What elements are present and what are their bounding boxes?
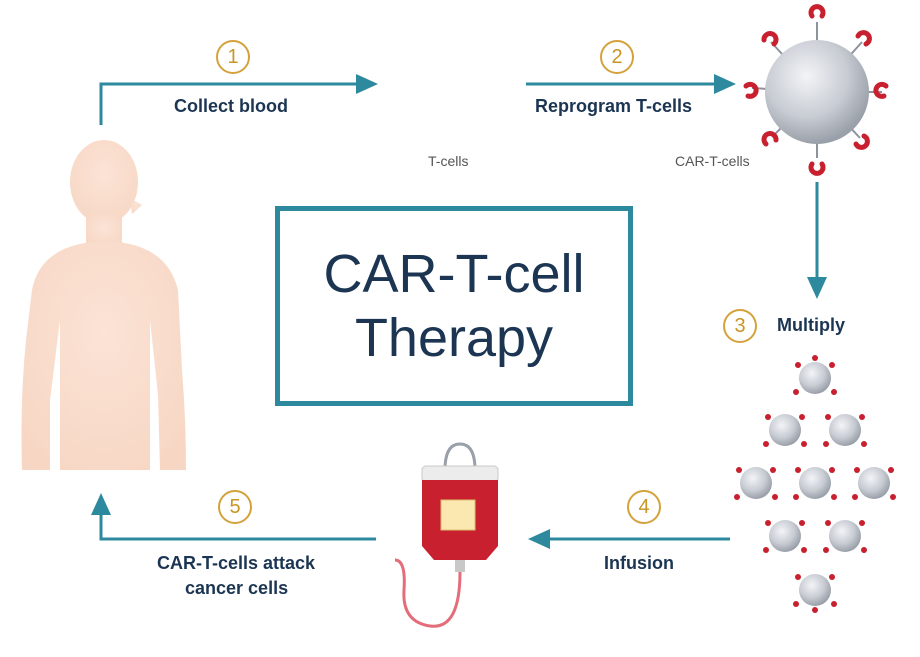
arrow-attack-head — [91, 493, 111, 515]
small-cell-4 — [740, 467, 772, 499]
cartcells-label: CAR-T-cells — [675, 153, 750, 169]
tcells-label: T-cells — [428, 153, 469, 169]
car-t-cell-icon — [743, 4, 889, 176]
step-number-2: 2 — [600, 40, 634, 74]
small-cell-8 — [829, 520, 861, 552]
step-label-attack-line2: cancer cells — [185, 578, 289, 598]
step-number-5: 5 — [218, 490, 252, 524]
human-body-icon — [21, 140, 186, 470]
step-number-4: 4 — [627, 490, 661, 524]
multiplied-cells — [734, 355, 896, 613]
step-number-1: 1 — [216, 40, 250, 74]
arrow-infusion-head — [528, 529, 550, 549]
step-label-infusion: Infusion — [604, 553, 674, 573]
step-label-collect-blood: Collect blood — [174, 96, 288, 116]
arrow-multiply-head — [807, 277, 827, 299]
small-cell-2 — [769, 414, 801, 446]
small-cell-7 — [769, 520, 801, 552]
step-label-multiply: Multiply — [777, 315, 845, 335]
small-cell-3 — [829, 414, 861, 446]
arrow-collect-head — [356, 74, 378, 94]
small-cell-1 — [799, 362, 831, 394]
arrow-attack — [99, 506, 376, 541]
arrow-collect — [99, 82, 365, 125]
small-cell-9 — [799, 574, 831, 606]
step-label-reprogram: Reprogram T-cells — [535, 96, 693, 116]
title-box: CAR-T-cell Therapy — [275, 206, 633, 406]
arrow-reprogram-head — [714, 74, 736, 94]
step-number-3: 3 — [723, 309, 757, 343]
small-cell-5 — [799, 467, 831, 499]
title-line-1: CAR-T-cell — [323, 244, 585, 304]
title-line-2: Therapy — [354, 308, 554, 368]
blood-bag-icon — [394, 442, 499, 628]
small-cell-6 — [858, 467, 890, 499]
step-label-attack-line1: CAR-T-cells attack — [157, 553, 316, 573]
